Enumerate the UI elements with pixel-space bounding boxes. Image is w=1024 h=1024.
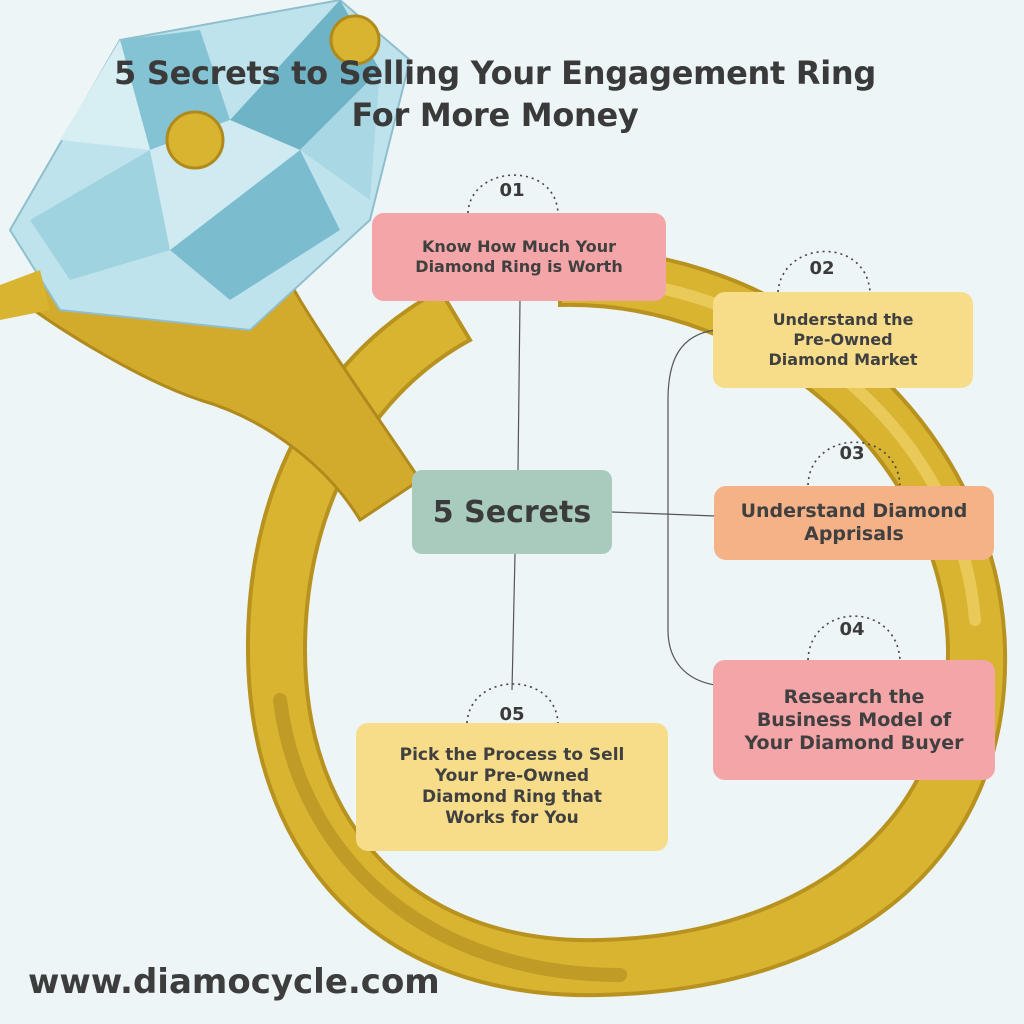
secret-card-04-text: Research the Business Model of Your Diam… [744,685,964,754]
secret-card-05-text: Pick the Process to Sell Your Pre-Owned … [399,745,625,828]
secret-card-03: Understand Diamond Apprisals [714,486,994,560]
diamond [8,0,412,332]
secret-number-02: 02 [809,258,835,279]
secret-card-03-text: Understand Diamond Apprisals [740,500,968,545]
center-label: 5 Secrets [432,494,592,530]
prong [165,110,225,170]
title-line-1: 5 Secrets to Selling Your Engagement Rin… [114,54,876,92]
prong [0,270,50,320]
secret-card-04: Research the Business Model of Your Diam… [713,660,995,780]
connector-lines [511,299,716,691]
center-node: 5 Secrets [412,470,612,554]
secret-number-05: 05 [499,704,525,725]
title-line-2: For More Money [351,96,639,134]
prong [329,14,381,66]
page-title: 5 Secrets to Selling Your Engagement Rin… [40,52,950,136]
footer-url: www.diamocycle.com [28,962,440,1002]
secret-card-02: Understand the Pre-Owned Diamond Market [713,292,973,388]
secret-card-01-text: Know How Much Your Diamond Ring is Worth [415,237,623,276]
secret-number-04: 04 [839,619,865,640]
secret-card-02-text: Understand the Pre-Owned Diamond Market [768,310,918,369]
secret-number-01: 01 [499,180,525,201]
secret-card-01: Know How Much Your Diamond Ring is Worth [372,213,666,301]
secret-number-03: 03 [839,443,865,464]
ring-shadow [273,693,627,982]
secret-card-05: Pick the Process to Sell Your Pre-Owned … [356,723,668,851]
number-arcs [466,174,901,724]
